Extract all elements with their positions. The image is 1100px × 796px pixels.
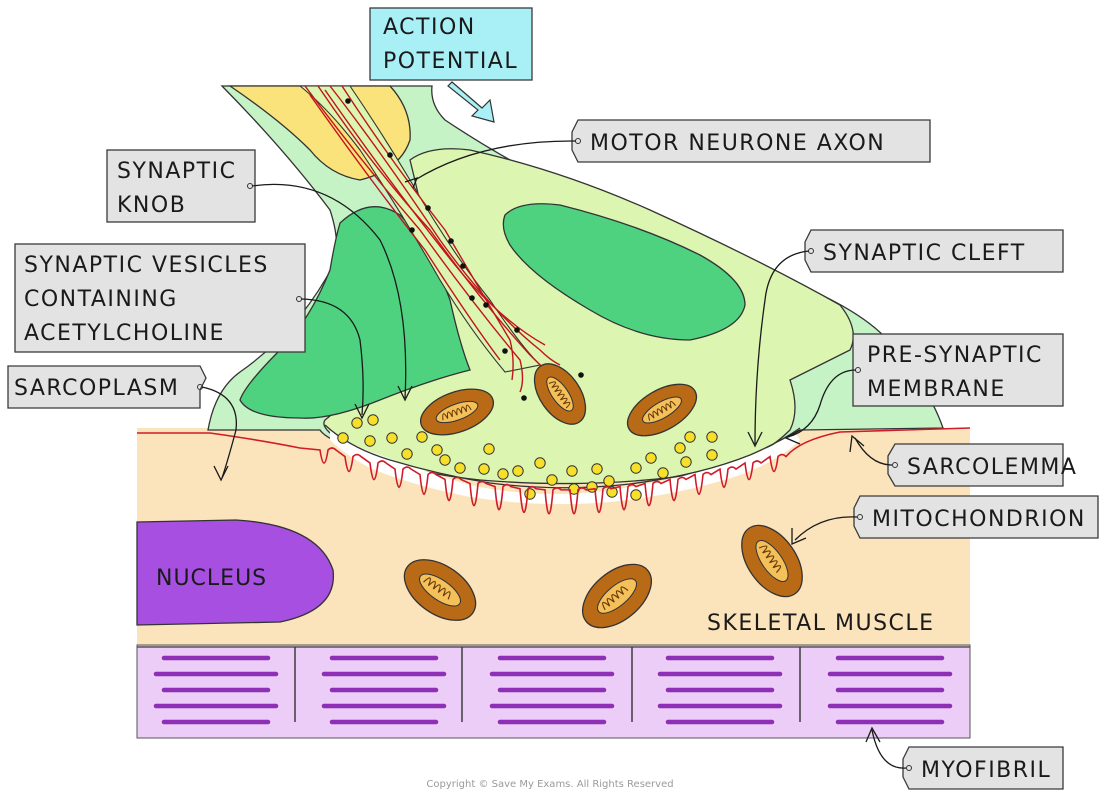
mitochondrion-label: MITOCHONDRION — [872, 507, 1086, 532]
synaptic-vesicles-line2: CONTAINING — [24, 287, 178, 312]
synaptic-cleft-label: SYNAPTIC CLEFT — [823, 241, 1026, 266]
synaptic-vesicle — [401, 448, 413, 460]
synaptic-vesicle — [630, 462, 642, 474]
copyright-notice: Copyright © Save My Exams. All Rights Re… — [426, 779, 673, 790]
muscle-nucleus: NUCLEUS — [136, 519, 335, 626]
synaptic-vesicle — [512, 465, 524, 477]
muscle-mitochondrion-center — [582, 563, 652, 629]
myofibril-callout: MYOFIBRIL — [865, 726, 1064, 790]
synaptic-vesicle — [497, 468, 509, 480]
axon-vesicle-dots — [345, 98, 584, 401]
synaptic-vesicle — [534, 457, 546, 469]
synaptic-vesicle — [454, 462, 466, 474]
synaptic-vesicle — [431, 444, 443, 456]
axon-fibres — [304, 85, 561, 393]
synaptic-vesicle — [706, 431, 718, 443]
synaptic-vesicle — [367, 414, 379, 426]
pre-synaptic-line1: PRE-SYNAPTIC — [867, 343, 1043, 368]
action-potential-callout: ACTION POTENTIAL — [369, 7, 533, 123]
action-potential-line1: ACTION — [383, 15, 476, 40]
myofibril — [136, 644, 971, 739]
synaptic-vesicle — [706, 449, 718, 461]
synaptic-vesicles-callout: SYNAPTIC VESICLES CONTAINING ACETYLCHOLI… — [14, 243, 370, 420]
synaptic-vesicle — [364, 435, 376, 447]
synaptic-vesicle — [680, 456, 692, 468]
synaptic-vesicle — [674, 442, 686, 454]
synaptic-vesicle — [416, 431, 428, 443]
synaptic-vesicle — [483, 443, 495, 455]
synaptic-vesicle — [386, 432, 398, 444]
synaptic-vesicle — [478, 463, 490, 475]
synaptic-vesicles-line1: SYNAPTIC VESICLES — [24, 253, 269, 278]
sarcolemma — [137, 427, 971, 515]
myofibril-label: MYOFIBRIL — [921, 758, 1051, 783]
sarcolemma-label: SARCOLEMMA — [907, 455, 1077, 480]
synaptic-vesicle — [606, 486, 618, 498]
synaptic-vesicles-line3: ACETYLCHOLINE — [24, 321, 225, 346]
synaptic-knob-line2: KNOB — [117, 193, 186, 218]
synaptic-knob-line1: SYNAPTIC — [117, 159, 236, 184]
pre-synaptic-membrane-callout: PRE-SYNAPTIC MEMBRANE — [784, 333, 1064, 445]
terminal-mitochondrion-right — [626, 383, 698, 437]
synaptic-knob-callout: SYNAPTIC KNOB — [106, 149, 413, 402]
sarcolemma-callout: SARCOLEMMA — [849, 434, 1077, 487]
synaptic-vesicle — [657, 467, 669, 479]
pre-synaptic-line2: MEMBRANE — [867, 377, 1006, 402]
terminal-mitochondrion-left — [419, 388, 495, 436]
pre-synaptic-membrane — [324, 424, 801, 489]
muscle-mitochondrion-right — [741, 524, 803, 598]
skeletal-muscle-label: SKELETAL MUSCLE — [707, 611, 935, 636]
synaptic-vesicle — [645, 452, 657, 464]
synaptic-vesicle — [566, 465, 578, 477]
synaptic-vesicle — [603, 475, 615, 487]
action-potential-line2: POTENTIAL — [383, 49, 518, 74]
sarcoplasm-callout: SARCOPLASM — [7, 365, 238, 482]
schwann-nucleus-right — [502, 203, 746, 341]
synaptic-vesicle — [546, 474, 558, 486]
nucleus-label: NUCLEUS — [156, 566, 267, 591]
synaptic-vesicle — [591, 463, 603, 475]
synaptic-vesicle — [351, 417, 363, 429]
synaptic-cleft — [330, 430, 800, 505]
synaptic-vesicle — [684, 431, 696, 443]
sarcoplasm-label: SARCOPLASM — [14, 376, 179, 401]
motor-neurone-axon-label: MOTOR NEURONE AXON — [590, 131, 885, 156]
muscle-mitochondrion-left — [403, 559, 477, 621]
motor-neurone-axon-callout: MOTOR NEURONE AXON — [404, 119, 931, 189]
synaptic-vesicle — [630, 489, 642, 501]
mitochondrion-callout: MITOCHONDRION — [791, 495, 1099, 545]
synaptic-cleft-callout: SYNAPTIC CLEFT — [747, 229, 1064, 448]
terminal-mitochondrion-center — [533, 363, 587, 425]
synaptic-vesicle — [524, 488, 536, 500]
synaptic-vesicles — [337, 414, 718, 501]
synaptic-vesicle — [337, 432, 349, 444]
synaptic-vesicle — [439, 454, 451, 466]
action-potential-arrow — [447, 81, 495, 123]
myofibril-filaments — [153, 655, 953, 725]
